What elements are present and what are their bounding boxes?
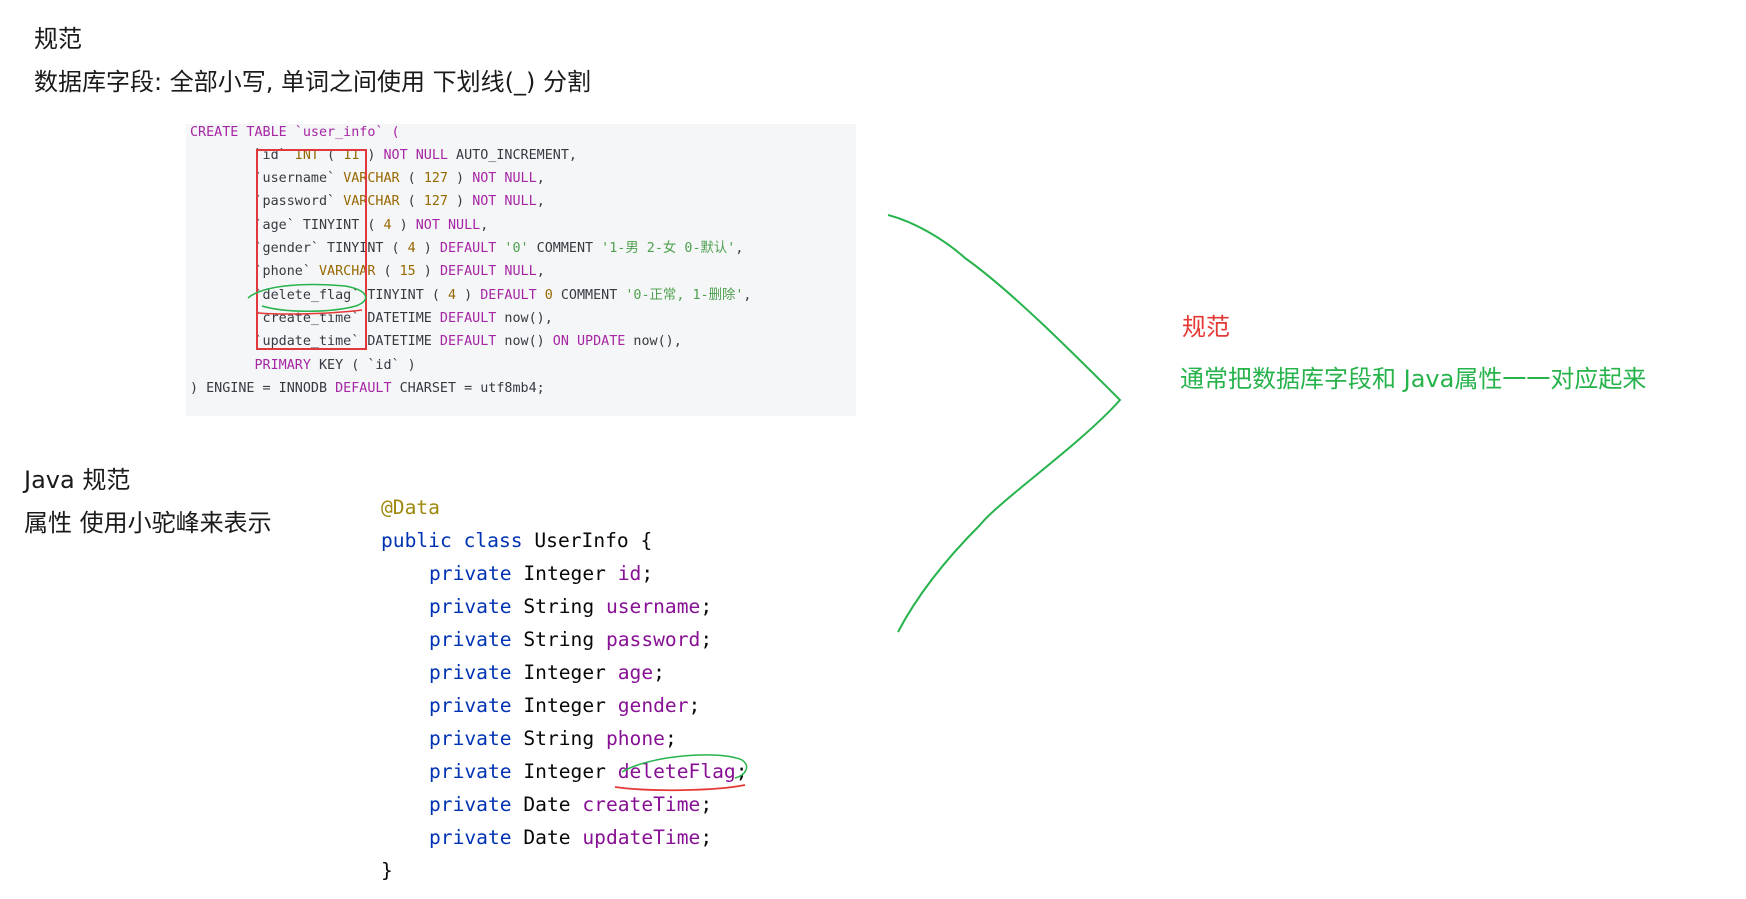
java-field: private Integer id;	[429, 562, 654, 585]
java-field: private String phone;	[429, 727, 677, 750]
sql-line: `delete_flag` TINYINT ( 4 ) DEFAULT 0 CO…	[190, 288, 752, 303]
java-field: private String password;	[429, 628, 713, 651]
sql-line: `create_time` DATETIME DEFAULT now(),	[190, 311, 553, 326]
mapping-note-title: 规范	[1182, 313, 1230, 341]
sql-line: `update_time` DATETIME DEFAULT now() ON …	[190, 334, 682, 349]
sql-line: CREATE TABLE `user_info` (	[190, 125, 400, 140]
java-class-declaration: public class UserInfo {	[381, 529, 653, 552]
java-annotation: @Data	[381, 496, 440, 519]
java-section-title: Java 规范	[24, 466, 131, 494]
sql-line: PRIMARY KEY ( `id` )	[254, 358, 416, 373]
sql-line: `username` VARCHAR ( 127 ) NOT NULL,	[190, 171, 545, 186]
sql-line: `phone` VARCHAR ( 15 ) DEFAULT NULL,	[190, 264, 545, 279]
db-section-subtitle: 数据库字段: 全部小写, 单词之间使用 下划线(_) 分割	[34, 68, 591, 96]
green-circle-sql-stroke	[247, 283, 367, 312]
java-field: private String username;	[429, 595, 713, 618]
java-field: private Date updateTime;	[429, 826, 713, 849]
red-underline-sql-stroke	[257, 309, 363, 315]
sql-line: `password` VARCHAR ( 127 ) NOT NULL,	[190, 194, 545, 209]
db-section-title: 规范	[34, 25, 82, 53]
java-field: private Integer gender;	[429, 694, 701, 717]
green-arc-java-stroke	[621, 754, 748, 779]
green-chevron-stroke	[887, 214, 1122, 633]
sql-line: `age` TINYINT ( 4 ) NOT NULL,	[190, 218, 489, 233]
mapping-note-text: 通常把数据库字段和 Java属性一一对应起来	[1180, 365, 1647, 393]
java-class-closing-brace: }	[381, 859, 393, 882]
java-section-subtitle: 属性 使用小驼峰来表示	[24, 509, 272, 537]
column-names-highlight	[256, 149, 367, 350]
java-field: private Integer age;	[429, 661, 665, 684]
java-field: private Date createTime;	[429, 793, 713, 816]
sql-line: `id` INT ( 11 ) NOT NULL AUTO_INCREMENT,	[190, 148, 577, 163]
sql-line: ) ENGINE = INNODB DEFAULT CHARSET = utf8…	[190, 381, 545, 396]
sql-line: `gender` TINYINT ( 4 ) DEFAULT '0' COMME…	[190, 241, 744, 256]
sql-code-block	[186, 124, 856, 416]
java-field: private Integer deleteFlag;	[429, 760, 748, 783]
red-underline-java-stroke	[614, 784, 746, 792]
